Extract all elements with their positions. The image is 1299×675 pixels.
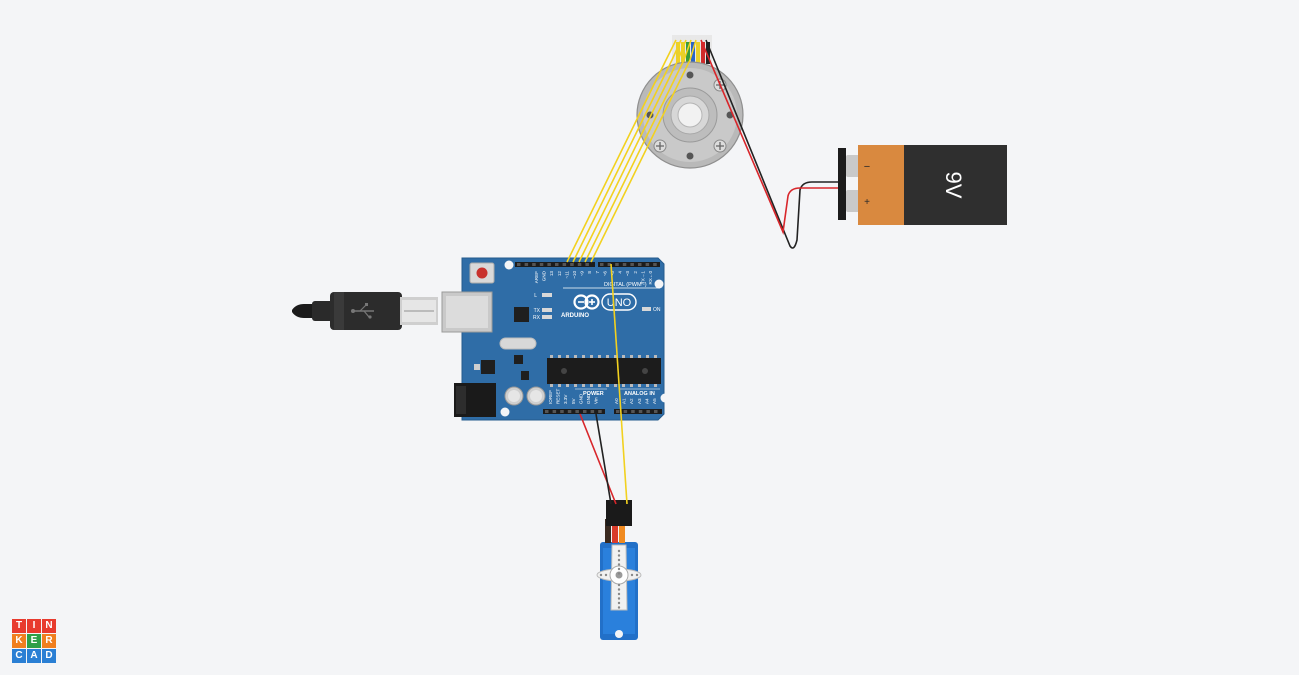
wire-yellow[interactable] [572, 39, 682, 263]
wire-red[interactable] [579, 413, 617, 505]
pin-label: 8 [587, 271, 592, 274]
pin-label: A5 [652, 398, 657, 404]
usb-cable[interactable] [292, 292, 438, 330]
led-tx-label: TX [534, 308, 541, 314]
analog-header-label: ANALOG IN [624, 391, 655, 397]
pin-label: GND [586, 393, 591, 404]
motor-screw [713, 139, 727, 153]
logo-letter: D [42, 649, 56, 663]
wire-black[interactable] [595, 413, 612, 505]
battery-plus: + [864, 197, 870, 208]
pin-label: 7 [595, 271, 600, 274]
pin-label: RX←0 [648, 271, 653, 285]
pin-label: A4 [644, 398, 649, 404]
servo-motor-icon[interactable] [596, 500, 642, 640]
pin-label: ~11 [564, 271, 569, 279]
pin-label: 4 [618, 271, 623, 274]
pin-label: ~3 [625, 271, 630, 277]
pin-label: GND [578, 393, 583, 404]
wire-yellow[interactable] [584, 39, 692, 263]
logo-letter: I [27, 619, 41, 633]
digital-header-label: DIGITAL (PWM~) [604, 282, 647, 288]
wire-red[interactable] [700, 39, 838, 235]
logo-letter: R [42, 634, 56, 648]
arduino-logo [573, 294, 600, 310]
wire-yellow[interactable] [566, 39, 677, 263]
led-l-label: L [534, 293, 537, 299]
logo-letter: K [12, 634, 26, 648]
logo-letter: C [12, 649, 26, 663]
wire-yellow[interactable] [578, 39, 687, 263]
pin-label: Vin [594, 397, 599, 404]
power-header-label: POWER [583, 391, 604, 397]
pin-label: 3.3V [563, 394, 568, 404]
wire-black[interactable] [705, 39, 838, 249]
battery-9v[interactable]: 9V − + [838, 145, 1007, 225]
on-label: ON [653, 307, 661, 313]
pin-label: A2 [629, 398, 634, 404]
pin-label: 5V [571, 397, 576, 404]
logo-letter: E [27, 634, 41, 648]
pin-label: GND [542, 270, 547, 281]
wire-yellow[interactable] [610, 263, 628, 505]
pin-label: 13 [549, 271, 554, 277]
pin-label: RESET [556, 388, 561, 404]
battery-voltage: 9V [941, 172, 966, 199]
board-brand: UNO [607, 297, 632, 309]
pin-label: 2 [633, 271, 638, 274]
pin-label: ~6 [602, 271, 607, 277]
wires [566, 39, 838, 505]
pin-label: IOREF [548, 390, 553, 404]
logo-letter: N [42, 619, 56, 633]
led-rx-label: RX [533, 315, 541, 321]
logo-letter: A [27, 649, 41, 663]
pin-label: A3 [637, 398, 642, 404]
wire-yellow[interactable] [590, 39, 697, 263]
logo-letter: T [12, 619, 26, 633]
pin-label: ~5 [610, 271, 615, 277]
pin-label: 12 [557, 271, 562, 277]
stepper-motor-icon[interactable] [636, 35, 744, 169]
board-brand-sub: ARDUINO [561, 313, 589, 319]
battery-minus: − [864, 161, 870, 173]
motor-screw [653, 139, 667, 153]
pin-label: TX→1 [640, 271, 645, 284]
pin-label: ~10 [572, 271, 577, 279]
pin-label: AREF [534, 271, 539, 283]
usb-connector-icon [351, 303, 374, 319]
reset-button-icon[interactable] [469, 262, 495, 284]
pin-label: A0 [614, 398, 619, 404]
power-jack-icon[interactable] [454, 383, 496, 417]
pin-label: A1 [622, 398, 627, 404]
pin-label: ~9 [580, 271, 585, 277]
